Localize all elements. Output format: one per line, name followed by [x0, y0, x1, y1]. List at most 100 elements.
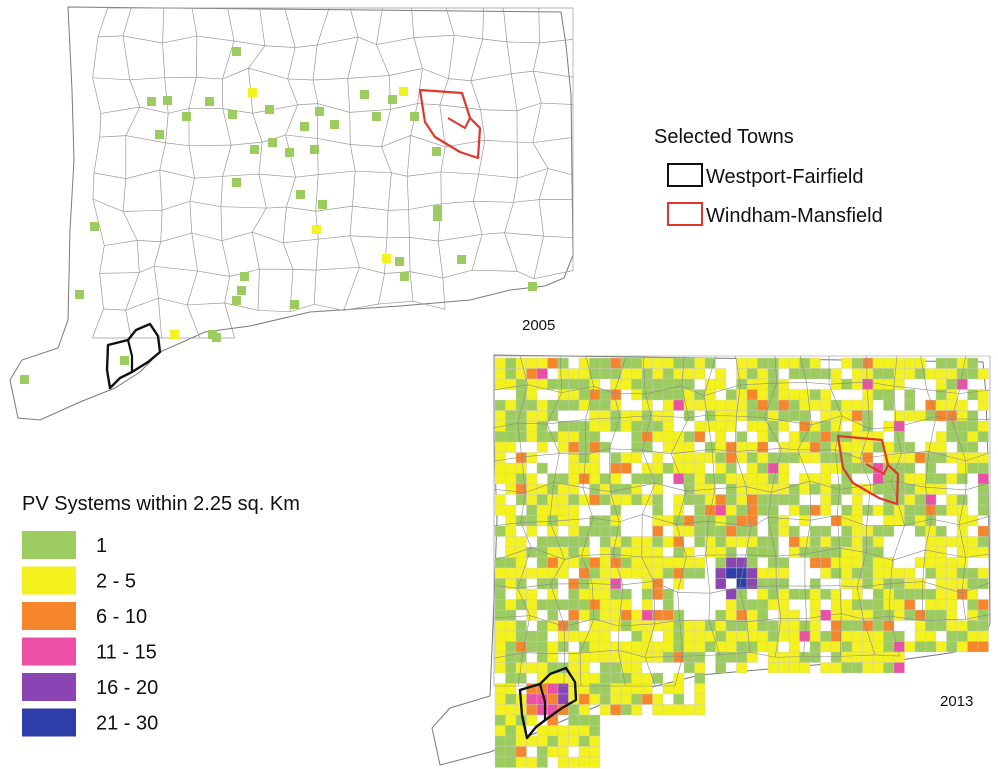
pv-cell — [557, 357, 569, 369]
pv-cell — [736, 389, 748, 401]
pv-cell — [610, 546, 622, 558]
pv-cell — [914, 504, 926, 516]
pv-cell — [683, 452, 695, 464]
pv-cell — [494, 441, 506, 453]
pv-cell — [673, 399, 685, 411]
pv-cell — [536, 756, 548, 768]
town-boundary — [122, 7, 132, 36]
town-boundary — [417, 68, 423, 104]
pv-cell — [799, 662, 811, 674]
town-boundary — [349, 7, 359, 38]
town-boundary — [125, 135, 166, 144]
town-boundary — [859, 458, 871, 485]
pv-cell — [536, 431, 548, 443]
town-boundary — [473, 174, 479, 202]
town-boundary — [863, 615, 890, 620]
pv-cell — [599, 473, 611, 485]
pv-cell — [904, 599, 916, 611]
pv-cell — [799, 399, 811, 411]
town-boundary — [227, 7, 235, 42]
pv-cell — [736, 410, 748, 422]
town-boundary — [125, 272, 140, 311]
pv-cell — [736, 525, 748, 537]
pv-cell — [925, 630, 937, 642]
pv-cell — [494, 599, 506, 611]
town-boundaries-2013 — [493, 355, 991, 687]
town-boundary — [676, 524, 687, 557]
town-boundary — [315, 239, 319, 271]
pv-cell — [526, 588, 538, 600]
pv-cell — [536, 546, 548, 558]
town-boundary — [186, 304, 201, 339]
pv-cell — [977, 620, 989, 632]
pv-cell — [830, 620, 842, 632]
town-boundary — [609, 448, 643, 451]
pv-cell — [883, 483, 895, 495]
pv-cell — [746, 441, 758, 453]
pv-cell — [872, 609, 884, 621]
pv-cell — [526, 525, 538, 537]
pv-cell — [285, 148, 294, 157]
pv-legend-label: 1 — [96, 535, 107, 557]
pv-cell — [662, 357, 674, 369]
pv-cell — [778, 357, 790, 369]
pv-cell — [736, 357, 748, 369]
town-boundary — [745, 486, 752, 527]
town-boundary — [619, 415, 652, 418]
town-boundary — [525, 482, 554, 493]
pv-cell — [925, 620, 937, 632]
pv-cell — [820, 389, 832, 401]
town-boundary — [677, 592, 681, 621]
town-boundary — [448, 35, 455, 79]
pv-cell — [935, 557, 947, 569]
town-boundary — [703, 355, 717, 396]
town-boundary — [745, 526, 752, 556]
pv-cell — [767, 662, 779, 674]
town-boundary — [645, 655, 683, 658]
town-boundary — [137, 240, 161, 243]
pv-cell — [946, 620, 958, 632]
pv-cell — [505, 483, 517, 495]
pv-cell — [589, 630, 601, 642]
pv-cell — [862, 536, 874, 548]
pv-cell — [904, 588, 916, 600]
town-boundary — [318, 235, 351, 240]
town-boundary — [890, 560, 893, 584]
town-boundary — [439, 104, 446, 147]
town-boundary — [774, 618, 782, 658]
pv-cell — [589, 431, 601, 443]
town-boundary — [122, 35, 163, 44]
pv-cell — [746, 567, 758, 579]
pv-cell — [536, 357, 548, 369]
town-boundary — [553, 482, 583, 488]
pv-cell — [631, 704, 643, 716]
town-boundary — [343, 303, 379, 311]
town-boundary — [654, 620, 680, 625]
pv-cell — [547, 746, 559, 758]
westport-fairfield-outline-2013 — [518, 666, 578, 740]
town-boundary — [387, 172, 392, 211]
pv-cell — [568, 588, 580, 600]
pv-cell — [935, 473, 947, 485]
town-boundary — [925, 487, 932, 520]
pv-cell — [631, 567, 643, 579]
pv-cell — [620, 683, 632, 695]
pv-cell — [799, 452, 811, 464]
pv-cell — [851, 494, 863, 506]
pv-cell — [568, 473, 580, 485]
pv-cell — [736, 630, 748, 642]
town-boundary — [895, 427, 902, 454]
pv-cell — [841, 357, 853, 369]
pv-cell — [599, 567, 611, 579]
pv-cell — [967, 567, 979, 579]
town-boundary — [440, 146, 446, 172]
pv-cell — [788, 588, 800, 600]
pv-cell — [652, 452, 664, 464]
pv-cell — [935, 399, 947, 411]
pv-cell — [673, 536, 685, 548]
pv-cell — [641, 599, 653, 611]
town-boundary — [924, 519, 932, 550]
windham-mansfield-label: Windham-Mansfield — [706, 205, 883, 227]
windham-mansfield-divider-2013 — [865, 463, 889, 476]
